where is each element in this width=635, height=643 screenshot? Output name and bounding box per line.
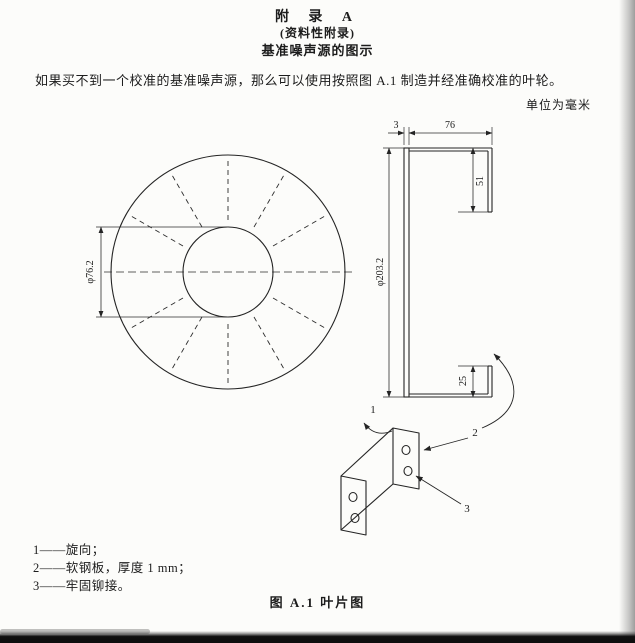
leader-3-line <box>415 475 462 505</box>
leader-2-line <box>423 437 469 451</box>
scan-edge-bottom <box>0 631 635 643</box>
legend-item-3: 3——牢固铆接。 <box>33 579 131 593</box>
appendix-type: (资料性附录) <box>280 26 355 40</box>
figure-caption: 图 A.1 叶片图 <box>269 595 366 610</box>
appendix-title: 附 录 A <box>274 10 361 25</box>
dim-inner-diameter-label: φ76.2 <box>85 260 96 283</box>
rotation-arrow <box>363 422 393 434</box>
dim-outer-diameter: φ203.2 <box>375 147 404 398</box>
dim-blade-bottom-height-label: 25 <box>458 376 469 386</box>
callouts: 1 2 3 <box>363 353 515 515</box>
callout-2-label: 2 <box>472 427 478 439</box>
bracket-detail <box>340 427 420 536</box>
rivet-hole <box>348 491 358 503</box>
dim-blade-length-label: 76 <box>445 120 455 131</box>
rivet-hole <box>350 512 360 524</box>
dim-outer-diameter-label: φ203.2 <box>375 258 386 286</box>
side-view: 3 76 51 25 <box>375 120 493 398</box>
legend-item-1: 1——旋向； <box>33 543 105 557</box>
dim-blade-top-height: 51 <box>458 147 488 213</box>
scan-edge-right <box>619 0 635 643</box>
dim-disc-thickness-label: 3 <box>394 120 399 131</box>
callout-1-label: 1 <box>370 404 376 416</box>
units-note: 单位为毫米 <box>525 98 591 112</box>
leader-2-curve <box>481 353 515 429</box>
front-view: φ76.2 <box>85 154 352 390</box>
callout-3-label: 3 <box>464 503 470 515</box>
rivet-hole <box>403 465 413 477</box>
dim-inner-diameter: φ76.2 <box>85 226 228 318</box>
dim-blade-top-height-label: 51 <box>475 176 486 186</box>
rivet-hole <box>401 444 411 456</box>
body-paragraph: 如果买不到一个校准的基准噪声源，那么可以使用按照图 A.1 制造并经准确校准的叶… <box>35 73 563 88</box>
figure-legend: 1——旋向； 2——软钢板，厚度 1 mm； 3——牢固铆接。 <box>33 541 191 595</box>
dim-blade-bottom-height: 25 <box>458 365 488 398</box>
blade-dashed-lines <box>130 160 326 384</box>
dim-blade-length: 76 <box>408 120 493 136</box>
legend-item-2: 2——软钢板，厚度 1 mm； <box>33 561 192 575</box>
section-title: 基准噪声源的图示 <box>261 43 374 58</box>
dim-disc-thickness: 3 <box>388 120 405 136</box>
